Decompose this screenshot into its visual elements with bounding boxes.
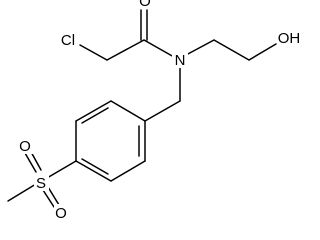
carbonyl-oxygen-label: O <box>139 0 151 10</box>
ring-bond-6 <box>110 100 146 122</box>
bond-carbonyl-n <box>143 39 175 58</box>
bond-ethyl2-oh <box>248 43 277 61</box>
bond-n-ethyl1 <box>185 39 215 56</box>
bond-s-methyl <box>7 183 37 202</box>
bond-ring-s <box>46 160 77 179</box>
ring-double-2 <box>81 158 109 175</box>
bond-ethyl1-ethyl2 <box>213 39 250 61</box>
bond-s-o-bottom-1 <box>42 189 55 208</box>
bond-ch2-carbonyl <box>106 39 145 61</box>
molecule-diagram: Cl O N OH S O O <box>7 0 301 222</box>
bond-cl-ch2 <box>79 44 108 61</box>
ring-bond-2 <box>110 160 146 182</box>
hydroxyl-label: OH <box>278 30 301 47</box>
sulfonyl-oxygen-bottom-label: O <box>55 205 67 222</box>
ring-double-3 <box>81 107 109 124</box>
chlorine-label: Cl <box>61 32 75 49</box>
atom-labels: Cl O N OH S O O <box>18 0 301 222</box>
sulfonyl-oxygen-top-label: O <box>19 138 31 155</box>
sulfur-label: S <box>36 175 46 192</box>
bond-s-o-bottom-2 <box>47 186 60 206</box>
bond-s-o-top-1 <box>24 152 37 173</box>
ring-bond-5 <box>75 100 112 122</box>
amide-nitrogen-label: N <box>175 52 186 69</box>
ring-bond-3 <box>75 160 112 182</box>
bond-benzyl-ring <box>144 100 181 122</box>
